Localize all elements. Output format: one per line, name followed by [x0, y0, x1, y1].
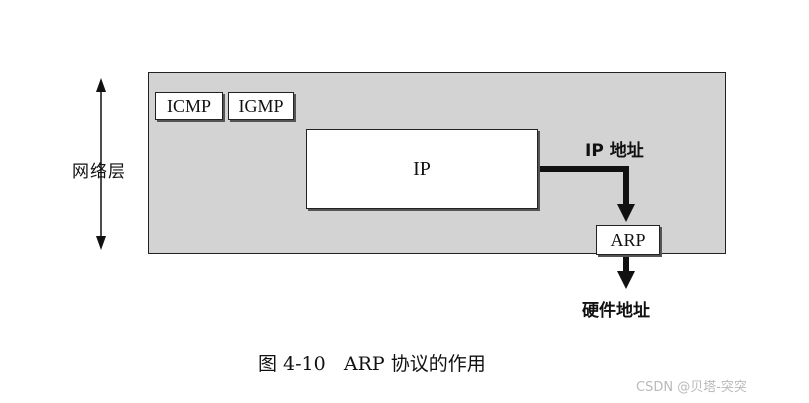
figure-caption: 图 4-10 ARP 协议的作用 [258, 353, 486, 375]
igmp-label: IGMP [238, 95, 284, 116]
ip-box: IP [306, 129, 538, 209]
watermark: CSDN @贝塔-突突 [636, 380, 747, 395]
arp-label: ARP [610, 229, 646, 250]
igmp-box: IGMP [228, 92, 294, 120]
ip-label: IP [413, 157, 431, 180]
arp-box: ARP [596, 225, 660, 255]
arp-to-hardware-arrow [617, 255, 635, 289]
hardware-address-label: 硬件地址 [582, 301, 650, 321]
icmp-box: ICMP [155, 92, 223, 120]
ip-to-arp-arrow [538, 166, 635, 222]
layer-extent-arrow [96, 78, 106, 250]
network-layer-label: 网络层 [72, 162, 126, 182]
icmp-label: ICMP [166, 95, 211, 116]
ip-address-label: IP 地址 [585, 141, 644, 161]
